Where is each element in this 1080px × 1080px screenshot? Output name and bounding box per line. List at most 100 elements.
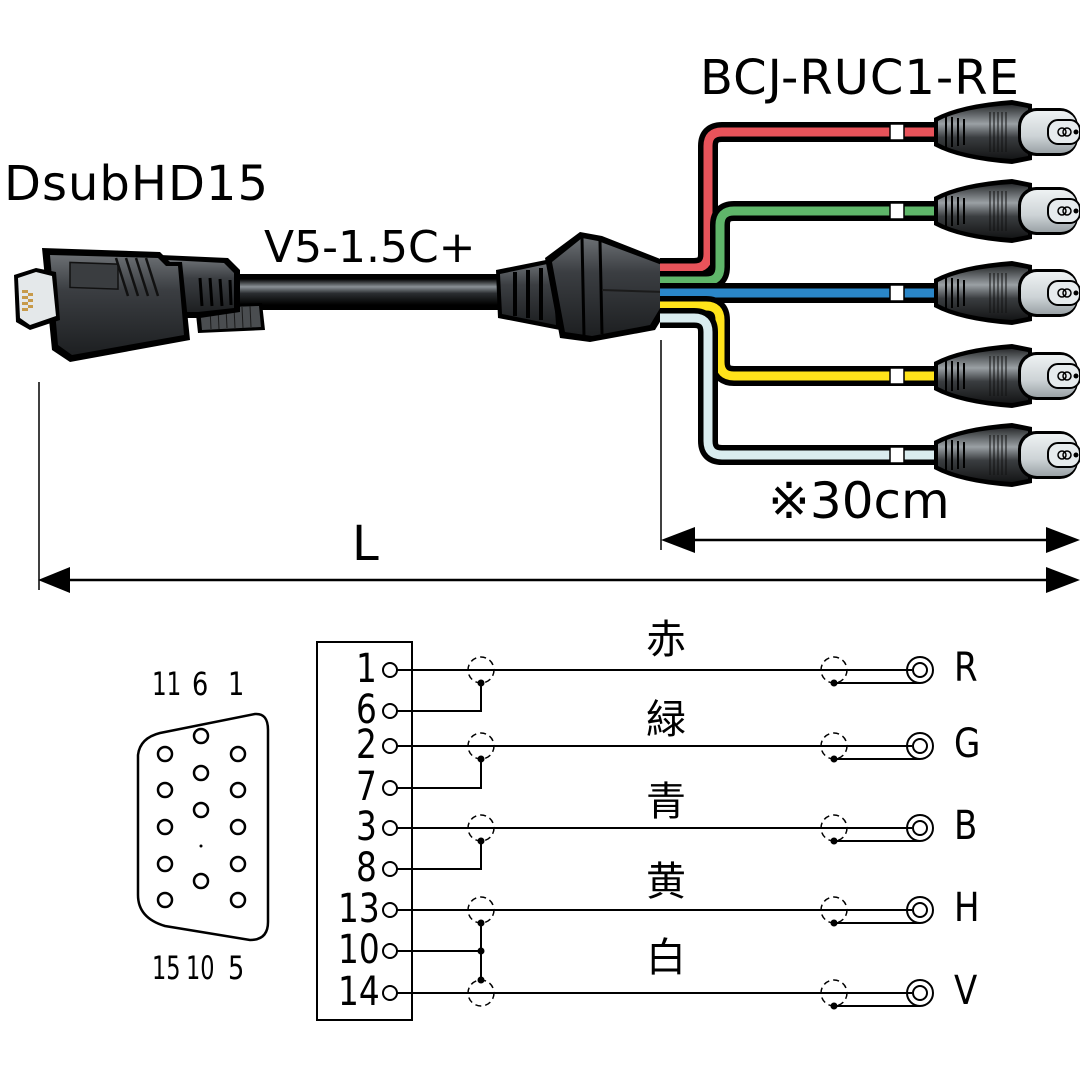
schematic-pin-6: 6 — [356, 687, 377, 733]
bnc-connector — [934, 261, 1080, 325]
shield-symbol — [820, 979, 848, 1007]
wire-branches — [660, 122, 940, 465]
shield-symbol — [820, 656, 848, 684]
pin-label-10: 10 — [186, 949, 215, 987]
wire-green — [660, 206, 940, 286]
wire-marker-band — [889, 202, 905, 220]
shield-symbol — [820, 732, 848, 760]
wire-color-label: 青 — [646, 779, 686, 825]
wire-color-label: 黄 — [646, 859, 686, 905]
shield-symbol — [467, 814, 495, 842]
pin-hole — [229, 781, 247, 799]
shield-symbol — [467, 979, 495, 1007]
pin-hole — [192, 764, 210, 782]
bnc-connector — [934, 344, 1080, 408]
dsub-outline — [136, 712, 270, 942]
cable-illustration — [14, 100, 1080, 593]
pin-holes — [156, 727, 247, 909]
branch-length-label: ※30cm — [768, 472, 950, 530]
pin-hole — [229, 891, 247, 909]
pin-hole — [229, 818, 247, 836]
pin-hole — [156, 781, 174, 799]
ground-tie-line — [397, 683, 482, 712]
pin-terminal — [382, 780, 398, 796]
wire-marker-band — [889, 284, 905, 302]
pin-hole — [229, 745, 247, 763]
wire-white — [660, 313, 940, 460]
dsub-hd15-connector — [14, 248, 265, 362]
signal-label-B: B — [954, 803, 978, 849]
schematic-pin-13: 13 — [338, 886, 380, 932]
ground-junction — [477, 837, 485, 845]
bnc-symbol — [906, 896, 934, 924]
pin-hole — [156, 818, 174, 836]
schematic-pin-8: 8 — [356, 845, 377, 891]
pin-hole — [229, 855, 247, 873]
pin-terminal — [382, 703, 398, 719]
schematic-pin-7: 7 — [356, 764, 377, 810]
pin-hole — [156, 745, 174, 763]
pin-hole — [192, 727, 210, 745]
signal-label-G: G — [954, 721, 981, 767]
schematic-pin-10: 10 — [338, 927, 380, 973]
wire-color-label: 緑 — [646, 697, 686, 743]
shield-symbol — [820, 814, 848, 842]
total-length-arrow — [38, 567, 1080, 593]
pin-label-11: 11 — [152, 665, 182, 703]
ground-tie-line — [397, 759, 482, 789]
wire-yellow — [660, 301, 940, 381]
wire-marker-band — [889, 123, 905, 141]
pin-terminal — [382, 861, 398, 877]
wire-marker-band — [889, 367, 905, 385]
signal-label-R: R — [954, 645, 978, 691]
total-length-label: L — [352, 516, 379, 572]
pin-hole — [156, 855, 174, 873]
signal-label-H: H — [954, 885, 980, 931]
bnc-symbol — [906, 979, 934, 1007]
pin-terminal — [382, 902, 398, 918]
shield-symbol — [467, 896, 495, 924]
pin-hole — [156, 891, 174, 909]
signal-label-V: V — [954, 968, 978, 1014]
bnc-symbol — [906, 814, 934, 842]
shield-symbol — [467, 656, 495, 684]
wire-color-label: 白 — [646, 935, 686, 981]
pin-label-6: 6 — [192, 665, 209, 703]
shield-junction — [830, 1002, 838, 1010]
schematic-pin-2: 2 — [356, 722, 377, 768]
pin-terminal — [382, 943, 398, 959]
shield-junction — [830, 679, 838, 687]
pin-terminal — [382, 985, 398, 1001]
shield-symbol — [820, 896, 848, 924]
pin-hole — [192, 872, 210, 890]
pin-label-5: 5 — [228, 949, 245, 987]
ground-junction — [477, 679, 485, 687]
wire-color-label: 赤 — [646, 617, 686, 663]
shield-junction — [830, 755, 838, 763]
main-cable — [230, 274, 520, 310]
wire-outline — [660, 308, 940, 465]
bnc-connector — [934, 100, 1080, 164]
pin-label-15: 15 — [152, 949, 181, 987]
wire-red — [660, 127, 940, 273]
breakout-housing — [496, 232, 672, 342]
branch-length-arrow — [661, 527, 1080, 553]
shield-symbol — [467, 732, 495, 760]
schematic-pin-3: 3 — [356, 804, 377, 850]
product-code-label: BCJ-RUC1-RE — [700, 50, 1020, 106]
pin-label-1: 1 — [228, 665, 245, 703]
ground-junction — [477, 755, 485, 763]
cable-model-label: V5-1.5C+ — [264, 222, 476, 273]
pin-terminal — [382, 662, 398, 678]
bnc-connectors — [934, 100, 1080, 487]
center-mark — [199, 844, 203, 848]
pin-hole — [192, 801, 210, 819]
bnc-connector — [934, 423, 1080, 487]
schematic-pin-1: 1 — [356, 646, 377, 692]
pin-terminal — [382, 820, 398, 836]
pin-terminal — [382, 738, 398, 754]
wire-marker-band — [889, 446, 905, 464]
shield-junction — [830, 919, 838, 927]
schematic-pin-14: 14 — [338, 969, 380, 1015]
bnc-connector — [934, 179, 1080, 243]
